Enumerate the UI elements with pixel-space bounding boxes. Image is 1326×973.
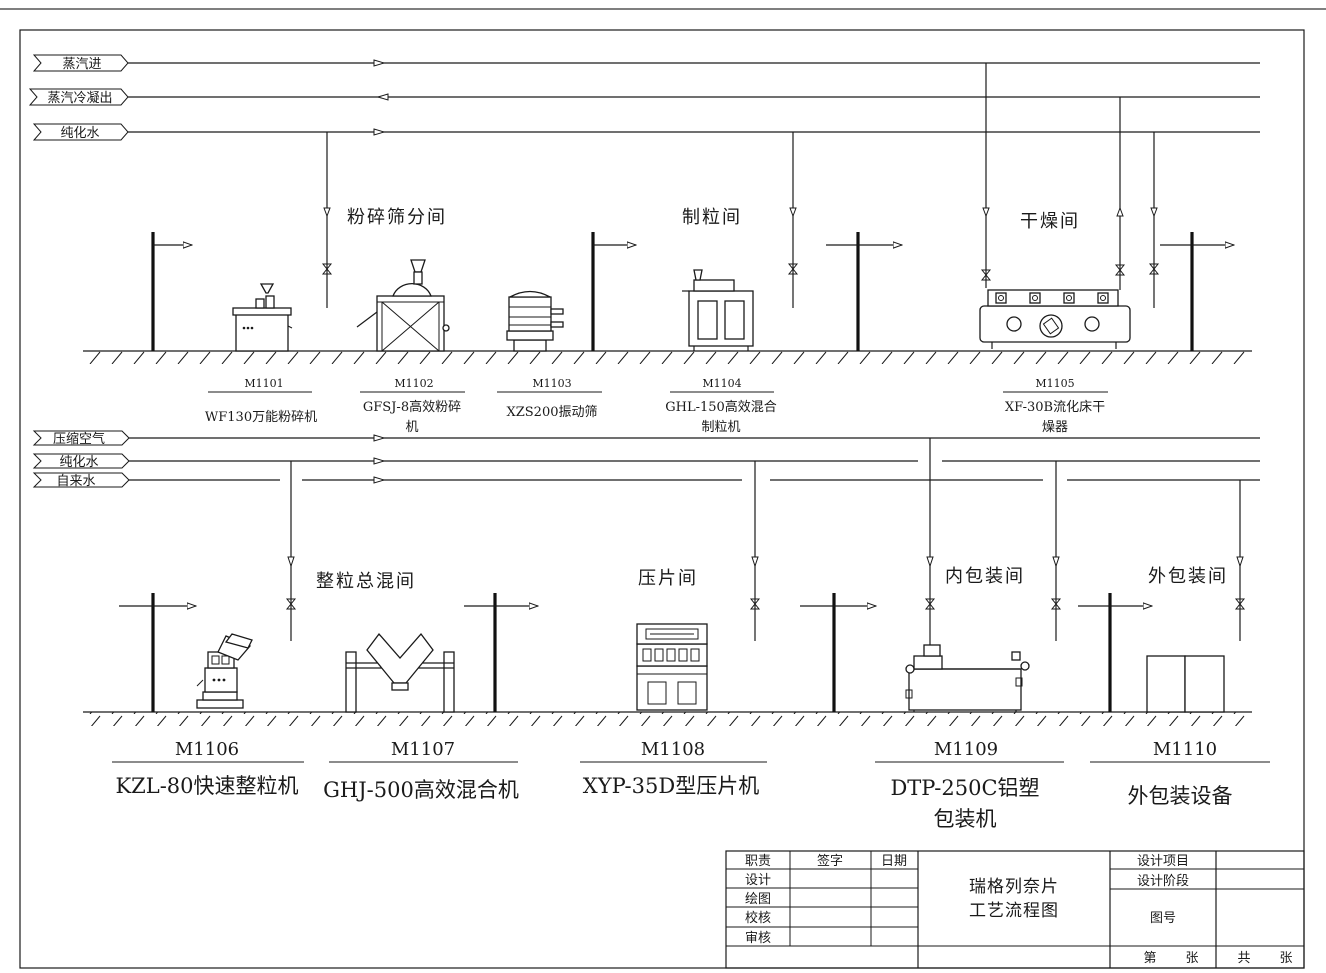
pipe-tag-purified-water-top: [32, 123, 129, 141]
partitions-bottom: [119, 593, 1152, 712]
drop-drying-condensate: [1114, 97, 1126, 290]
pipe-label-tap-water: 自来水: [56, 474, 95, 489]
tb-design-stage: 设计阶段: [1137, 874, 1189, 889]
equip-name-m1104-line1: GHL-150高效混合: [665, 399, 777, 415]
tb-role-design: 设计: [745, 873, 771, 888]
equip-code-m1101: M1101: [244, 377, 283, 390]
equipment-m1107-drawing: [345, 632, 455, 713]
equipment-m1103-drawing: [506, 290, 564, 352]
tb-col-sign: 签字: [817, 853, 843, 869]
equip-code-m1104: M1104: [702, 377, 741, 390]
equipment-m1108-drawing: [636, 623, 708, 711]
partitions-top: [151, 232, 1234, 351]
pipe-label-purified-water-bottom: 纯化水: [59, 455, 98, 470]
equip-name-m1110: 外包装设备: [1128, 784, 1233, 808]
equip-name-m1108: XYP-35D型压片机: [583, 774, 759, 798]
floor-hatch-bottom: [88, 712, 1250, 726]
title-block: 职责 签字 日期 设计 绘图 校核 审核 瑞格列奈片 工艺流程图 设计项目 设计…: [725, 850, 1305, 969]
equip-name-m1104-line2: 制粒机: [701, 420, 740, 435]
equip-code-m1107: M1107: [391, 739, 455, 760]
equip-name-m1103: XZS200振动筛: [506, 405, 597, 420]
room-sizing-mixing: 整粒总混间: [316, 571, 416, 592]
equip-name-m1109-line2: 包装机: [934, 807, 997, 831]
room-outer-packing: 外包装间: [1148, 566, 1228, 587]
room-inner-packing: 内包装间: [945, 566, 1025, 587]
tb-total-1: 共: [1237, 951, 1250, 966]
tb-role-draw: 绘图: [745, 892, 771, 907]
equip-name-m1105-line1: XF-30B流化床干: [1005, 400, 1105, 415]
drawing-border: [19, 29, 1305, 969]
room-tableting: 压片间: [638, 568, 698, 589]
equip-code-m1105: M1105: [1035, 377, 1074, 390]
drop-tableting-room: [749, 461, 761, 641]
equip-name-m1107: GHJ-500高效混合机: [323, 778, 519, 802]
equip-code-m1102: M1102: [394, 377, 433, 390]
tb-sheet-no-2: 张: [1185, 951, 1198, 966]
drop-drying-water: [1148, 132, 1160, 308]
equip-name-m1102-line1: GFSJ-8高效粉碎: [363, 399, 461, 415]
equip-code-m1110: M1110: [1153, 739, 1217, 760]
drop-granulation-room: [787, 132, 799, 308]
equipment-labels-top: M1101 WF130万能粉碎机 M1102 GFSJ-8高效粉碎 机 M110…: [205, 377, 1108, 435]
pipe-tag-steam-in: [32, 54, 129, 72]
equip-name-m1102-line2: 机: [405, 420, 418, 435]
tb-sheet-no-1: 第: [1143, 951, 1156, 966]
equipment-m1104-drawing: [682, 269, 754, 351]
drop-inner-packing-water: [1050, 461, 1062, 641]
pipe-tag-purified-water-bottom: [32, 453, 130, 469]
equip-name-m1105-line2: 燥器: [1042, 420, 1068, 435]
equip-name-m1101: WF130万能粉碎机: [205, 410, 317, 425]
tb-drawing-title-2: 工艺流程图: [969, 901, 1059, 921]
equipment-m1110-drawing: [1146, 655, 1225, 713]
bottom-pipes: 压缩空气 纯化水 自来水: [32, 430, 1260, 651]
pipe-tag-tap-water: [32, 472, 130, 488]
drop-outer-packing: [1234, 480, 1246, 641]
equipment-m1101-drawing: [232, 283, 293, 352]
tb-design-project: 设计项目: [1137, 854, 1189, 869]
tb-drawing-title-1: 瑞格列奈片: [969, 877, 1059, 897]
drop-drying-steam: [980, 63, 992, 288]
tb-role-check: 校核: [745, 910, 771, 926]
floor-hatch-top: [88, 351, 1250, 365]
room-drying: 干燥间: [1020, 211, 1080, 232]
tb-total-2: 张: [1279, 951, 1292, 966]
tb-col-date: 日期: [881, 854, 907, 869]
equipment-m1102-drawing: [356, 259, 450, 352]
equip-code-m1103: M1103: [532, 377, 571, 390]
pipe-tag-compressed-air: [32, 430, 130, 446]
pipe-label-steam-in: 蒸汽进: [62, 57, 101, 72]
drop-sizing-room: [285, 461, 297, 641]
equipment-m1105-drawing: [979, 289, 1131, 349]
equip-code-m1106: M1106: [175, 739, 239, 760]
room-crush-sieve: 粉碎筛分间: [347, 207, 447, 228]
equipment-labels-bottom: M1106 KZL-80快速整粒机 M1107 GHJ-500高效混合机 M11…: [112, 739, 1270, 831]
pipe-label-purified-water-top: 纯化水: [60, 126, 99, 141]
tb-drawing-no: 图号: [1150, 911, 1176, 926]
pipe-label-steam-condensate: 蒸汽冷凝出: [47, 90, 112, 106]
drop-crush-room: [321, 132, 333, 308]
equip-code-m1109: M1109: [934, 739, 998, 760]
equip-code-m1108: M1108: [641, 739, 705, 760]
room-granulation: 制粒间: [682, 207, 742, 228]
equipment-m1106-drawing: [196, 633, 253, 709]
tb-role-review: 审核: [745, 931, 771, 946]
equip-name-m1109-line1: DTP-250C铝塑: [890, 776, 1039, 800]
drop-inner-packing-air: [924, 438, 936, 651]
top-pipes: 蒸汽进 蒸汽冷凝出 纯化水: [28, 54, 1260, 308]
equipment-m1109-drawing: [905, 644, 1030, 712]
equip-name-m1106: KZL-80快速整粒机: [115, 774, 298, 798]
pipe-tag-steam-condensate: [28, 88, 129, 106]
tb-col-role: 职责: [745, 854, 771, 869]
pipe-label-compressed-air: 压缩空气: [53, 431, 105, 447]
